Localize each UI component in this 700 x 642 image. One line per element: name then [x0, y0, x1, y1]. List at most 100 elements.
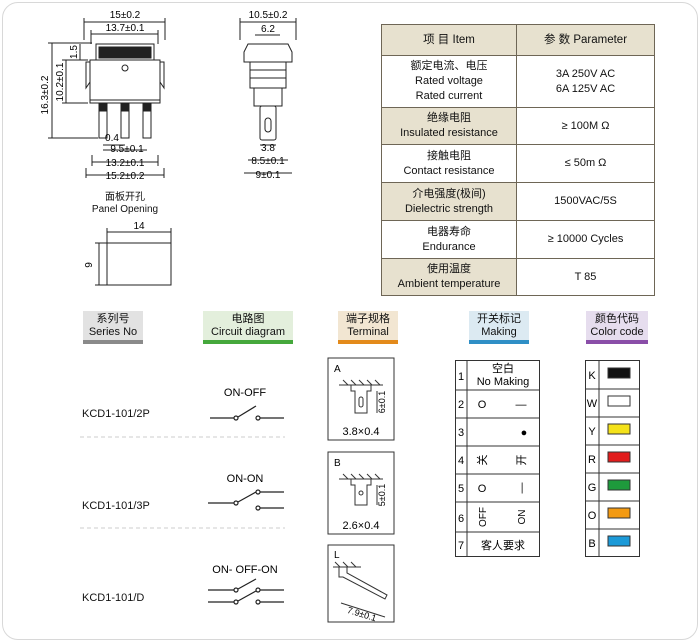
circuit-diagrams: ON-OFF ON-ON ON- OFF-ON [80, 387, 285, 605]
terminal-header: 端子规格 Terminal [338, 311, 398, 344]
circuit-label: ON-OFF [224, 387, 266, 399]
color-header: 颜色代码 Color code [586, 311, 648, 344]
terminal-dim: 6±0.1 [377, 391, 387, 413]
spec-label-en: Rated voltage [415, 75, 483, 87]
dim-pin-span-b: 13.2±0.1 [106, 158, 145, 169]
color-swatch-o [607, 507, 631, 519]
color-code-letter: B [588, 538, 595, 550]
spec-row-value: 3A 250V AC 6A 125V AC [516, 55, 655, 108]
spec-value: 6A 125V AC [555, 82, 616, 95]
making-symbol: — [516, 483, 528, 494]
color-header-cn: 颜色代码 [595, 313, 639, 325]
terminal-drawings: A 6±0.1 3.8×0.4 B 5±0.1 2.6×0.4 L 7.9±0.… [327, 357, 395, 623]
spec-label-cn: 绝缘电阻 [427, 112, 471, 124]
spec-row: 使用温度 Ambient temperature T 85 [381, 258, 655, 296]
terminal-letter: B [334, 458, 341, 469]
terminal-letter: A [334, 364, 341, 375]
spec-label-en: Contact resistance [403, 164, 495, 177]
spec-label-en: Endurance [422, 240, 476, 253]
making-text: 空白 [492, 361, 514, 375]
front-view-drawing: 15±0.2 13.7±0.1 1.5 16.3±0.2 10.2±0.1 0.… [40, 10, 166, 182]
terminal-header-cn: 端子规格 [346, 313, 390, 325]
spec-row: 介电强度(极间) Dielectric strength 1500VAC/5S [381, 182, 655, 221]
spec-header-item: 项 目 Item [381, 24, 517, 56]
spec-row-label: 电器寿命 Endurance [381, 220, 517, 259]
terminal-header-en: Terminal [347, 326, 389, 338]
spec-row: 电器寿命 Endurance ≥ 10000 Cycles [381, 220, 655, 259]
making-header-en: Making [481, 326, 517, 338]
panel-opening-en: Panel Opening [91, 204, 159, 215]
terminal-size: 2.6×0.4 [342, 520, 379, 532]
making-text: No Making [477, 376, 530, 388]
making-index: 6 [458, 513, 464, 525]
spec-label-cn: 额定电流、电压 [410, 60, 488, 72]
making-text: 客人要求 [481, 538, 525, 552]
making-symbol: OFF [478, 507, 489, 527]
spec-row-label: 绝缘电阻 Insulated resistance [381, 107, 517, 145]
color-swatch-w [607, 395, 631, 407]
dim-side-width-cap: 6.2 [261, 24, 275, 35]
dim-top-width-outer: 15±0.2 [110, 10, 141, 21]
terminal-size: 3.8×0.4 [342, 426, 379, 438]
spec-row-value: ≥ 100M Ω [516, 107, 655, 145]
color-code-letter: O [588, 510, 597, 522]
making-table: 1 空白 No Making 2 O — 3 ● 4 关 开 5 O — 6 O… [455, 360, 540, 557]
spec-label-cn: 接触电阻 [427, 149, 471, 162]
panel-opening-cn: 面板开孔 [105, 192, 145, 203]
spec-label-cn: 使用温度 [427, 263, 471, 275]
spec-label-en: Rated current [415, 90, 483, 102]
dim-side-body-b: 9±0.1 [256, 170, 281, 181]
circuit-header-en: Circuit diagram [211, 326, 285, 338]
making-symbol: O [478, 483, 487, 495]
spec-label-en: Insulated resistance [400, 127, 498, 139]
color-code-table: K W Y R G O B [585, 360, 640, 557]
spec-row-value: ≤ 50m Ω [516, 144, 655, 183]
dim-side-body-a: 8.5±0.1 [251, 156, 285, 167]
color-swatch-b [607, 535, 631, 547]
color-code-letter: K [588, 370, 596, 382]
making-symbol: ON [517, 510, 528, 525]
spec-label-en: Ambient temperature [397, 278, 501, 290]
side-view-drawing: 10.5±0.2 6.2 3.8 8.5±0.1 9±0.1 [239, 10, 297, 181]
dim-pin-span-a: 9.5±0.1 [110, 144, 144, 155]
circuit-header-cn: 电路图 [231, 313, 265, 325]
making-symbol: 开 [516, 455, 528, 466]
making-header: 开关标记 Making [469, 311, 529, 344]
spec-row-value: T 85 [516, 258, 655, 296]
color-header-en: Color code [590, 326, 644, 338]
spec-table-header: 项 目 Item 参 数 Parameter [381, 24, 655, 56]
color-swatch-k [607, 367, 631, 379]
making-symbol: O [478, 399, 487, 411]
color-code-letter: R [588, 454, 596, 466]
spec-label-en: Dielectric strength [404, 202, 494, 215]
spec-value: 3A 250V AC [555, 67, 616, 80]
spec-label-cn: 介电强度(极间) [412, 187, 486, 200]
dim-base-width: 15.2±0.2 [106, 171, 145, 182]
making-symbol: ● [521, 427, 528, 439]
spec-label-cn: 电器寿命 [427, 225, 471, 238]
spec-header-param: 参 数 Parameter [516, 24, 655, 56]
dim-total-height: 16.3±0.2 [40, 75, 51, 114]
color-swatch-r [607, 451, 631, 463]
color-code-letter: G [588, 482, 597, 494]
color-code-letter: W [587, 398, 598, 410]
dim-panel-width: 14 [133, 221, 145, 232]
circuit-label: ON-ON [227, 473, 264, 485]
spec-row: 额定电流、电压 Rated voltage Rated current 3A 2… [381, 55, 655, 108]
spec-row-value: ≥ 10000 Cycles [516, 220, 655, 259]
making-index: 5 [458, 483, 464, 495]
dim-side-pin-width: 3.8 [261, 143, 275, 154]
color-swatch-g [607, 479, 631, 491]
series-header-en: Series No [88, 326, 138, 338]
making-index: 7 [458, 540, 464, 552]
series-header: 系列号 Series No [83, 311, 143, 344]
dim-side-width-top: 10.5±0.2 [249, 10, 288, 21]
making-index: 1 [458, 371, 464, 383]
making-header-cn: 开关标记 [477, 313, 521, 325]
spec-row-label: 使用温度 Ambient temperature [381, 258, 517, 296]
spec-row-label: 介电强度(极间) Dielectric strength [381, 182, 517, 221]
making-index: 4 [458, 455, 464, 467]
panel-opening-drawing: 14 9 [84, 221, 172, 286]
color-swatch-y [607, 423, 631, 435]
spec-row-label: 接触电阻 Contact resistance [381, 144, 517, 183]
